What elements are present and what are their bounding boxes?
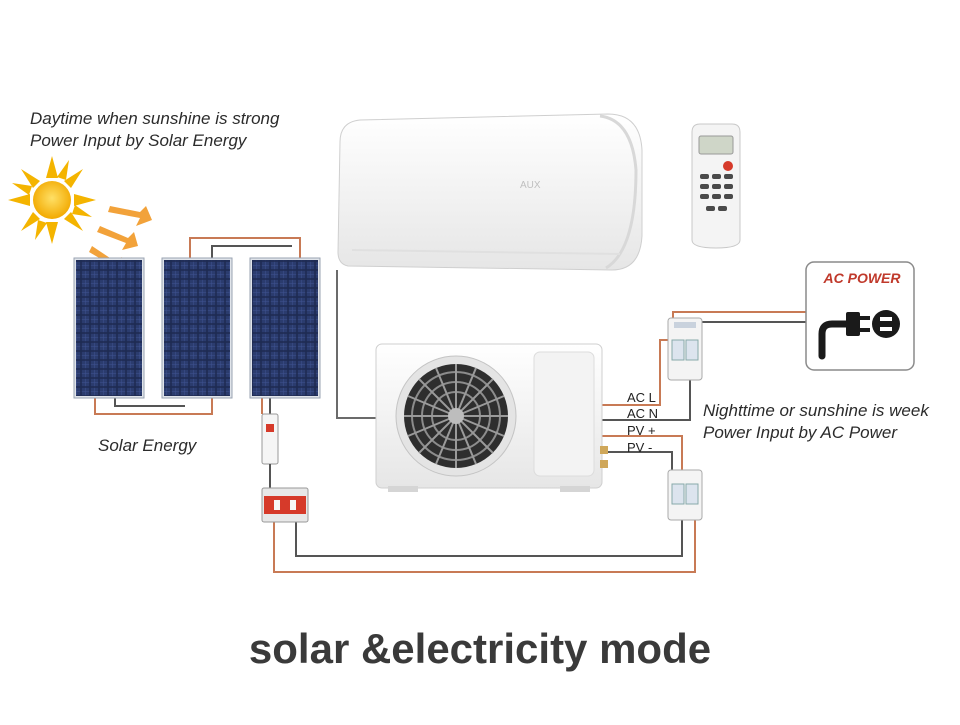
wire-indoor-outdoor bbox=[336, 270, 376, 419]
sun-icon bbox=[8, 156, 96, 244]
wire-panel-top-link bbox=[189, 237, 301, 258]
nighttime-note-line2: Power Input by AC Power bbox=[703, 423, 898, 442]
daytime-note: Daytime when sunshine is strong Power In… bbox=[30, 108, 279, 152]
wire-pv-plus-to-unit bbox=[602, 435, 683, 470]
outdoor-unit bbox=[375, 343, 608, 492]
pv-breaker bbox=[667, 469, 703, 521]
ac-breaker bbox=[667, 317, 703, 381]
solar-panel-3 bbox=[249, 257, 321, 399]
solar-panel-array bbox=[73, 257, 321, 399]
terminal-pv-minus: PV - bbox=[627, 440, 653, 455]
wire-pv-plus bbox=[273, 520, 696, 573]
wire-ac-n-to-plug bbox=[689, 321, 808, 330]
nighttime-note-line1: Nighttime or sunshine is week bbox=[703, 401, 929, 420]
wire-panel-top-link-2 bbox=[211, 245, 292, 258]
remote-control-icon bbox=[691, 123, 741, 249]
solar-panel-1 bbox=[73, 257, 145, 399]
fan-icon bbox=[395, 355, 517, 477]
indoor-unit: AUX bbox=[337, 113, 643, 271]
terminal-ac-n: AC N bbox=[627, 406, 659, 421]
wire-pv-minus-to-unit bbox=[602, 451, 673, 470]
solar-energy-label: Solar Energy bbox=[98, 436, 197, 455]
plug-icon bbox=[818, 310, 900, 360]
ac-power-box bbox=[805, 261, 915, 371]
terminal-pv-plus: PV + bbox=[627, 423, 656, 438]
ac-power-label: AC POWER bbox=[823, 270, 901, 286]
wire-ac-l-to-plug bbox=[672, 311, 808, 318]
nighttime-note: Nighttime or sunshine is week Power Inpu… bbox=[703, 400, 929, 444]
dc-fuse bbox=[261, 413, 279, 465]
wire-pv-minus bbox=[295, 520, 683, 557]
wire-panel-bottom-link-2 bbox=[114, 398, 185, 407]
diagram-caption: solar &electricity mode bbox=[248, 625, 712, 672]
wire-panel-bottom-link bbox=[94, 398, 213, 415]
wires bbox=[94, 237, 808, 573]
surge-protector bbox=[261, 487, 309, 523]
wire-ac-l-to-unit bbox=[602, 339, 672, 406]
indoor-unit-logo: AUX bbox=[520, 180, 541, 191]
wire-ac-n-to-unit bbox=[602, 380, 691, 421]
terminal-ac-l: AC L bbox=[627, 390, 656, 405]
solar-panel-2 bbox=[161, 257, 233, 399]
daytime-note-line1: Daytime when sunshine is strong bbox=[30, 109, 280, 128]
daytime-note-line2: Power Input by Solar Energy bbox=[30, 131, 247, 150]
